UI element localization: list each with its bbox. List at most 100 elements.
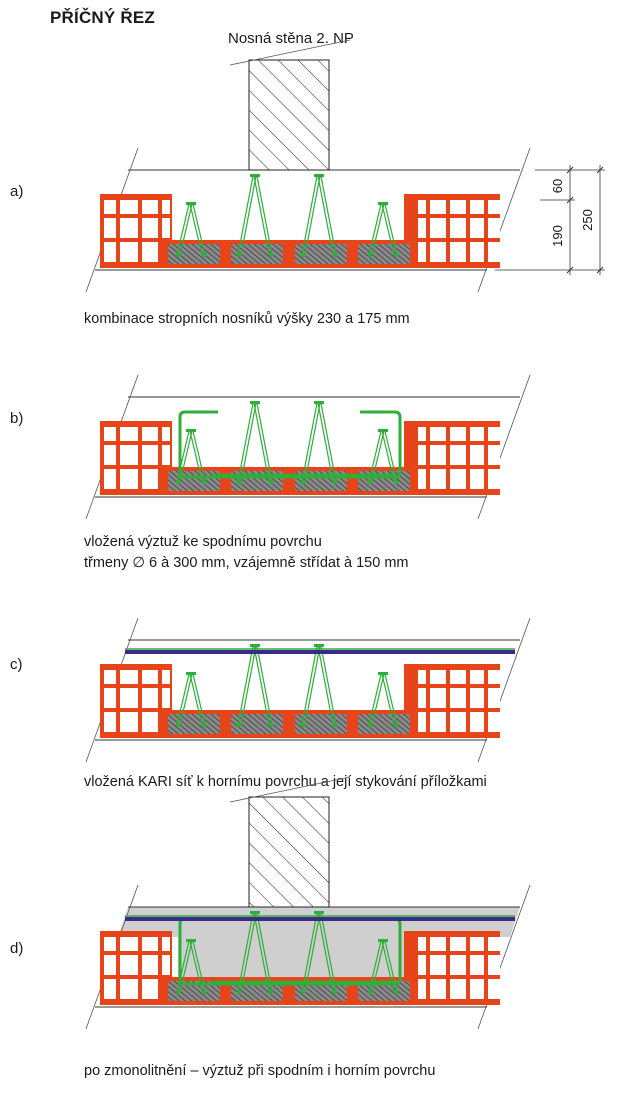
brick-cavity (418, 242, 426, 262)
infill-block (358, 244, 410, 264)
brick-cavity (120, 469, 138, 489)
brick-cavity (418, 670, 426, 684)
lattice-girder-diagonal (301, 175, 318, 256)
brick-cavity (162, 445, 170, 465)
ceiling-blocks (100, 194, 500, 268)
lattice-girder-top-chord (378, 939, 388, 942)
brick-cavity (120, 955, 138, 975)
caption-line: po zmonolitnění – výztuž při spodním i h… (84, 1063, 436, 1079)
brick-cavity (430, 200, 446, 214)
lattice-girder-bottom-bar (300, 722, 306, 728)
brick-cavity (470, 979, 484, 999)
lattice-girder-bottom-bar (175, 479, 181, 485)
brick-cavity (488, 427, 500, 441)
caption-line: kombinace stropních nosníků výšky 230 a … (84, 311, 410, 327)
lattice-girder-diagonal (371, 203, 385, 256)
lattice-girder-diagonal (237, 912, 254, 993)
lattice-girder-diagonal (320, 912, 337, 993)
lattice-girder-diagonal (320, 645, 337, 726)
brick-cavity (488, 688, 500, 708)
lattice-girder-diagonal (304, 175, 321, 256)
brick-cavity (104, 979, 116, 999)
ceiling-blocks (100, 421, 500, 495)
brick-cavity (418, 688, 426, 708)
brick-cavity (450, 955, 466, 975)
brick-cavity (450, 445, 466, 465)
brick-cavity (120, 688, 138, 708)
lattice-girder-bottom-bar (393, 989, 399, 995)
lattice-girder-bottom-bar (393, 479, 399, 485)
lattice-girder-diagonal (301, 402, 318, 483)
lattice-girder-top-chord (186, 672, 196, 675)
lattice-girder-top-chord (250, 174, 260, 177)
brick-cavity (488, 242, 500, 262)
lattice-girder-bottom-bar (367, 252, 373, 258)
brick-cavity (162, 427, 170, 441)
lattice-girder-bottom-bar (175, 989, 181, 995)
brick-cavity (430, 469, 446, 489)
brick-cavity (470, 242, 484, 262)
lattice-girder-bottom-bar (268, 479, 274, 485)
lattice-girder-diagonal (189, 203, 203, 256)
brick-cavity (450, 427, 466, 441)
brick-cavity (418, 712, 426, 732)
bearing-wall (248, 796, 330, 908)
lattice-girder-bottom-bar (300, 989, 306, 995)
lattice-girder-diagonal (192, 673, 206, 726)
brick-cavity (488, 670, 500, 684)
dimension-total-value: 250 (580, 209, 595, 231)
brick-cavity (120, 670, 138, 684)
brick-cavity (142, 670, 158, 684)
lattice-girder-bottom-bar (201, 989, 207, 995)
brick-cavity (430, 937, 446, 951)
lattice-girder-diagonal (381, 430, 395, 483)
lattice-girder-diagonal (179, 430, 193, 483)
lattice-girder-top-chord (314, 911, 324, 914)
brick-cavity (162, 955, 170, 975)
lattice-girder-bottom-bar (201, 479, 207, 485)
lattice-girder-top-chord (314, 174, 324, 177)
caption-line: třmeny ∅ 6 à 300 mm, vzájemně střídat à … (84, 555, 409, 571)
brick-cavity (142, 427, 158, 441)
lattice-girder-diagonal (240, 402, 257, 483)
infill-block (295, 244, 347, 264)
lattice-girder-bottom-bar (236, 722, 242, 728)
brick-cavity (104, 218, 116, 238)
brick-cavity (470, 427, 484, 441)
brick-cavity (450, 242, 466, 262)
panel-d (85, 776, 531, 1030)
bearing-wall (248, 59, 330, 171)
infill-block (358, 714, 410, 734)
panel-label-d: d) (10, 940, 24, 957)
lattice-girder-diagonal (253, 175, 270, 256)
lattice-girder-diagonal (304, 402, 321, 483)
lattice-girder-diagonal (256, 645, 273, 726)
brick-cavity (430, 712, 446, 732)
brick-cavity (142, 937, 158, 951)
lattice-girder-diagonal (253, 645, 270, 726)
brick-cavity (470, 688, 484, 708)
lattice-girder-top-chord (378, 672, 388, 675)
brick-cavity (120, 242, 138, 262)
lattice-girder-diagonal (381, 673, 395, 726)
stirrup (178, 410, 402, 479)
brick-cavity (418, 937, 426, 951)
lattice-girder-top-chord (314, 644, 324, 647)
lattice-girder-diagonal (237, 402, 254, 483)
panel-c (85, 617, 531, 763)
brick-cavity (488, 955, 500, 975)
brick-cavity (488, 200, 500, 214)
lattice-girder-diagonal (384, 673, 398, 726)
lattice-girder-diagonal (179, 203, 193, 256)
brick-cavity (120, 427, 138, 441)
brick-cavity (470, 445, 484, 465)
brick-cavity (418, 445, 426, 465)
lattice-girder-diagonal (381, 203, 395, 256)
lattice-girder-bottom-bar (332, 989, 338, 995)
brick-cavity (104, 427, 116, 441)
brick-cavity (142, 955, 158, 975)
brick-cavity (120, 937, 138, 951)
brick-cavity (488, 469, 500, 489)
